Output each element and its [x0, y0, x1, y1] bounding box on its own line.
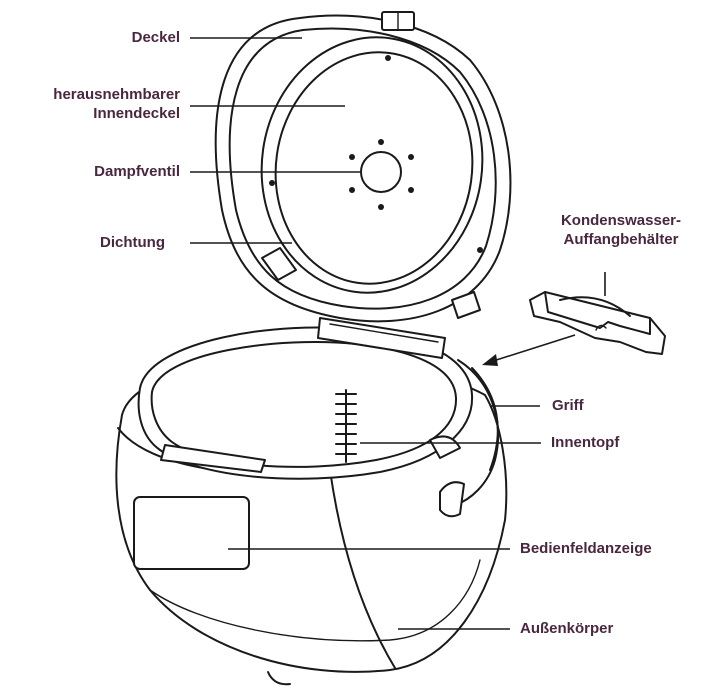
lid — [216, 12, 511, 321]
arrow — [482, 335, 575, 366]
label-inner-lid-line1: herausnehmbarer — [53, 85, 180, 104]
label-inner-pot: Innentopf — [551, 433, 619, 452]
condensate-collector — [530, 292, 665, 354]
label-inner-lid: herausnehmbarer Innendeckel — [53, 85, 180, 123]
label-handle: Griff — [552, 396, 584, 415]
label-condensate-collector: Kondenswasser- Auffangbehälter — [541, 211, 701, 249]
label-inner-lid-line2: Innendeckel — [53, 104, 180, 123]
label-control-panel: Bedienfeldanzeige — [520, 539, 652, 558]
label-condensate-line1: Kondenswasser- — [541, 211, 701, 230]
label-seal: Dichtung — [100, 233, 165, 252]
label-steam-valve: Dampfventil — [94, 162, 180, 181]
label-outer-body: Außenkörper — [520, 619, 613, 638]
label-lid: Deckel — [132, 28, 180, 47]
control-panel-display — [134, 497, 249, 569]
label-condensate-line2: Auffangbehälter — [541, 230, 701, 249]
